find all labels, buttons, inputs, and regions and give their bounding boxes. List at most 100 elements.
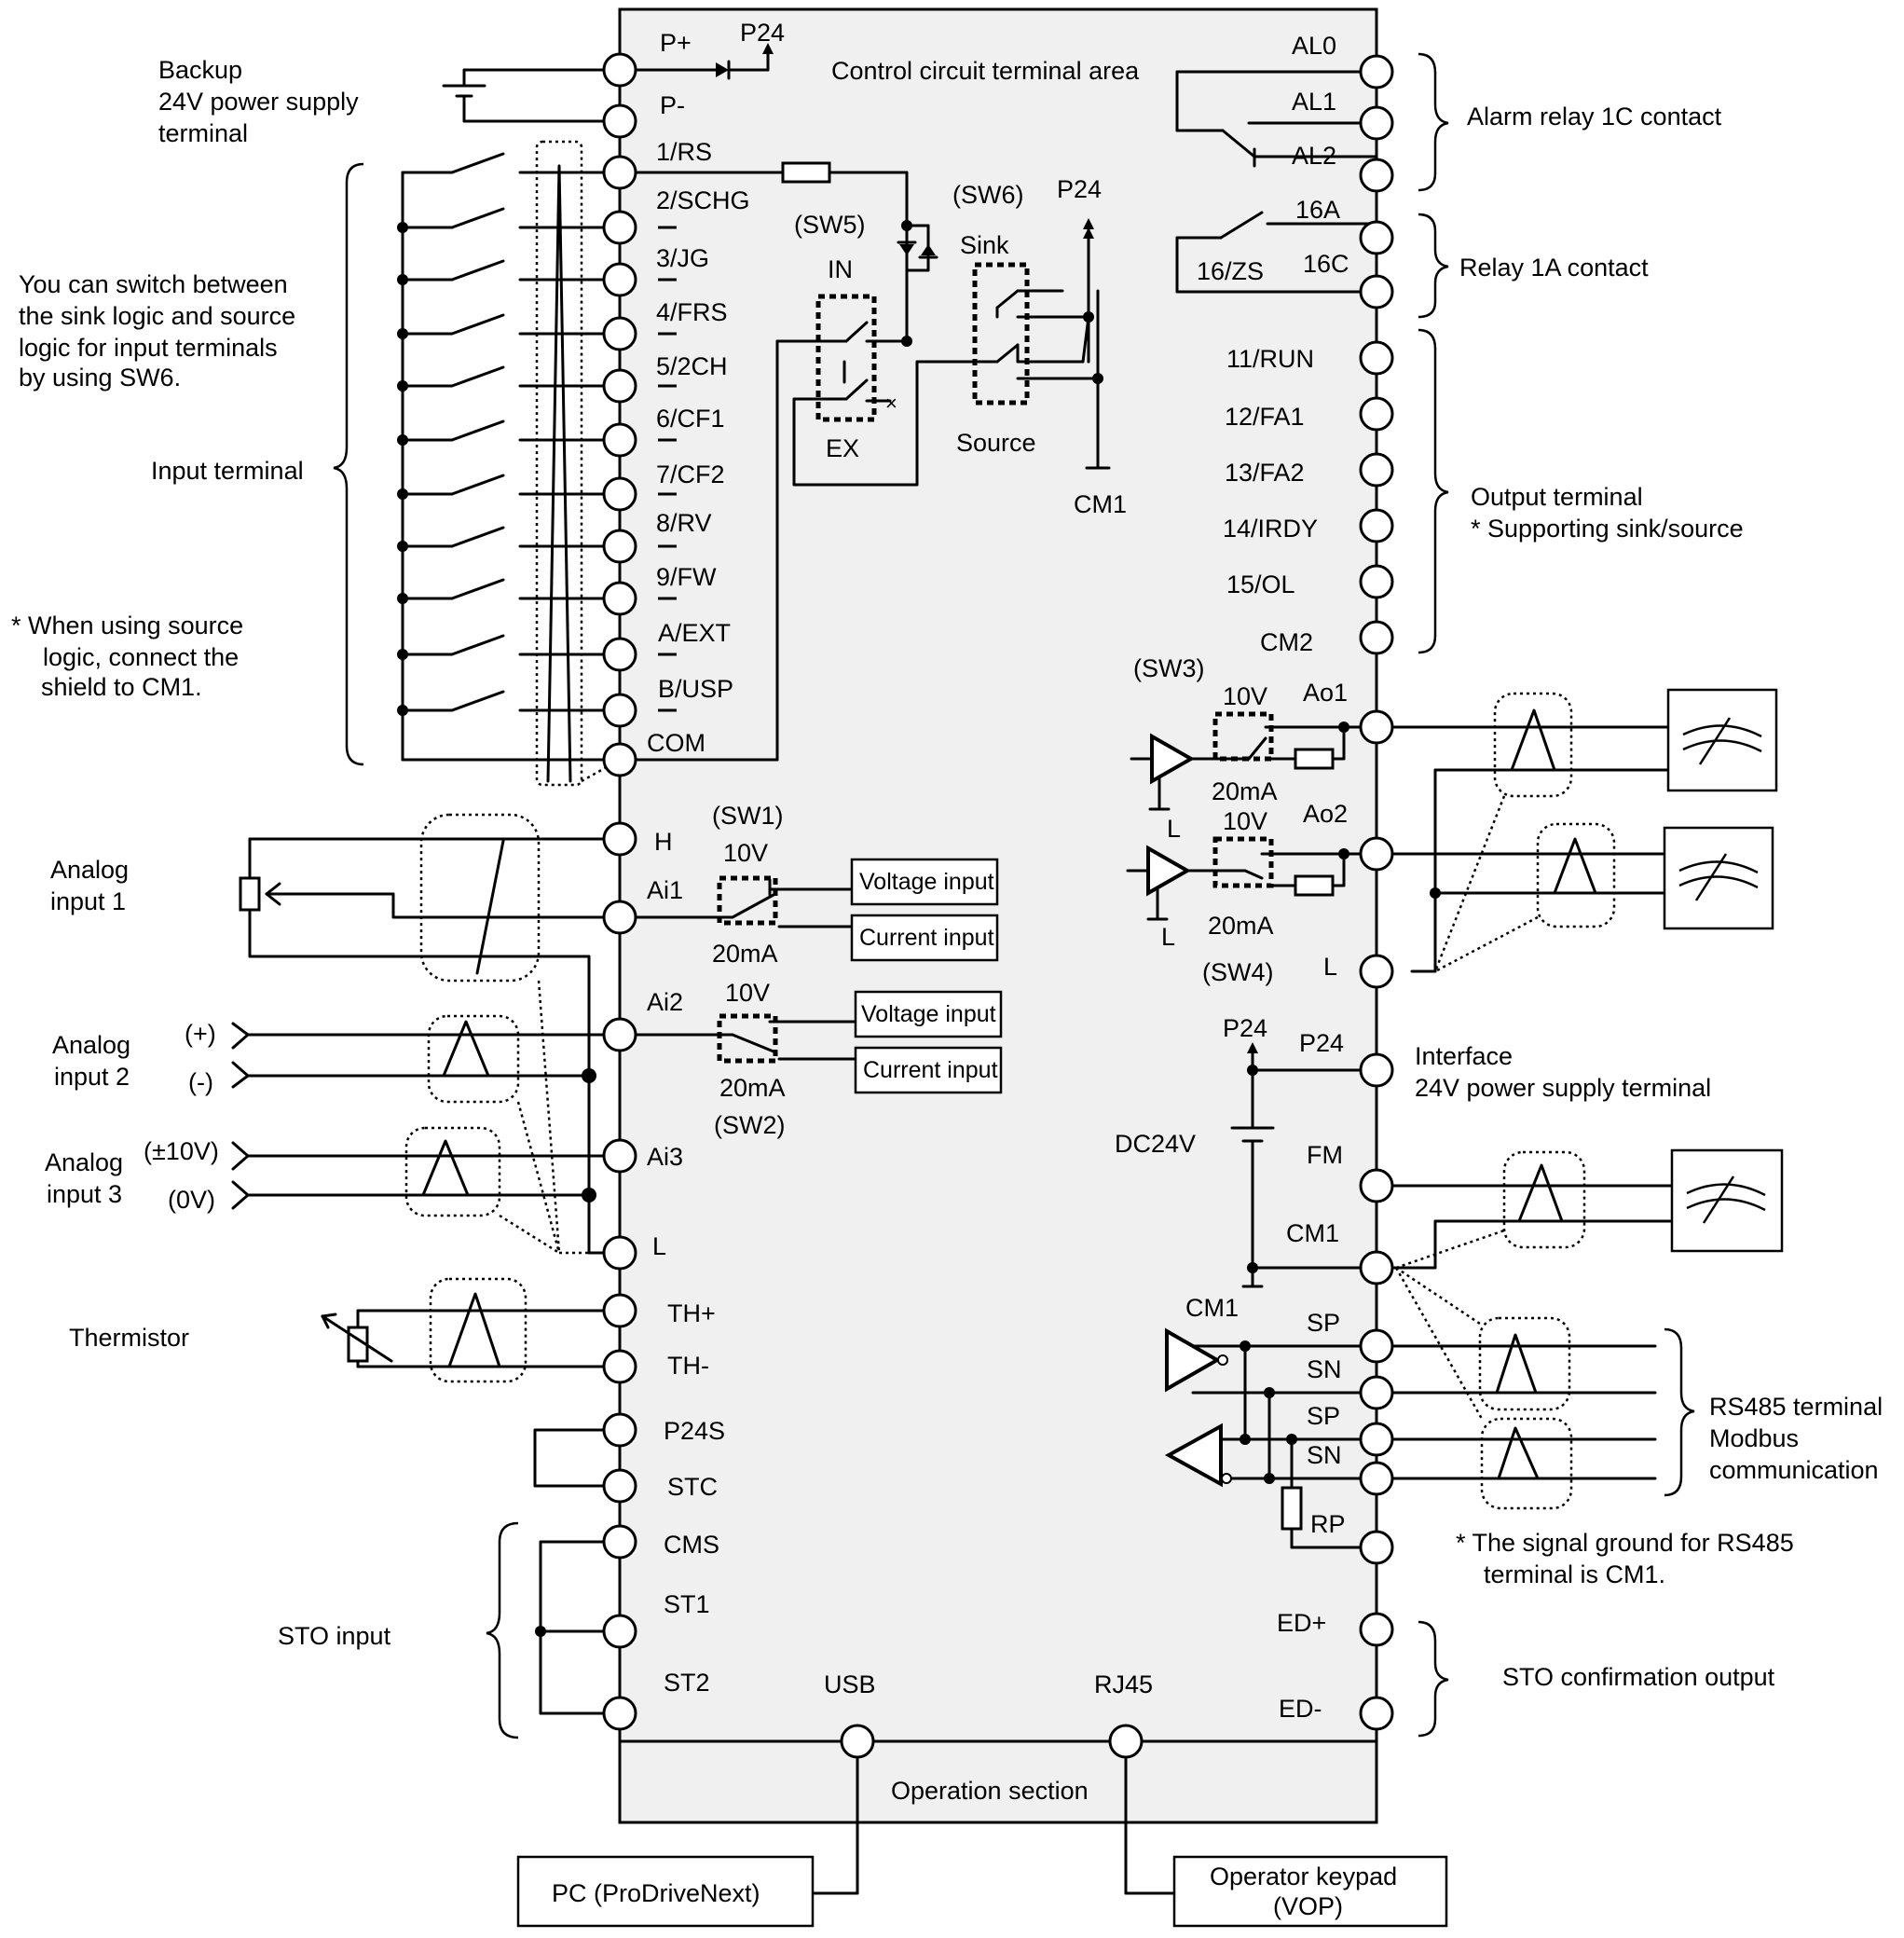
terminal-left-tb[interactable] bbox=[602, 693, 637, 728]
rs485-1: RS485 terminal bbox=[1709, 1393, 1883, 1421]
terminal-right-ol[interactable] bbox=[1359, 564, 1394, 599]
terminal-right-al1[interactable] bbox=[1359, 105, 1394, 141]
rs485-note-1: * The signal ground for RS485 bbox=[1456, 1529, 1794, 1557]
analog3-line2: input 3 bbox=[47, 1180, 122, 1208]
terminal-right-al2[interactable] bbox=[1359, 158, 1394, 193]
analog1-line2: input 1 bbox=[50, 887, 126, 915]
terminal-left-p24s[interactable] bbox=[602, 1412, 637, 1448]
terminal-left-t5[interactable] bbox=[602, 368, 637, 404]
analog2-line1: Analog bbox=[52, 1031, 130, 1059]
terminal-left-t8[interactable] bbox=[602, 529, 637, 564]
analog-inputs: (SW1) 10V Voltage input Current input 20… bbox=[231, 802, 1003, 1255]
label-sp1: SP bbox=[1307, 1309, 1340, 1337]
rp-resistor-icon bbox=[1281, 1486, 1303, 1531]
label-52ch: 5/2CH bbox=[656, 352, 728, 380]
terminal-right-cm2[interactable] bbox=[1359, 620, 1394, 655]
terminal-right-irdy[interactable] bbox=[1359, 508, 1394, 543]
terminal-right-p24[interactable] bbox=[1359, 1052, 1394, 1088]
terminal-left-ta[interactable] bbox=[602, 637, 637, 672]
output-terminal-1: Output terminal bbox=[1471, 483, 1643, 511]
backup-line2: 24V power supply bbox=[158, 88, 359, 116]
terminal-right-fa1[interactable] bbox=[1359, 396, 1394, 432]
cm1-lower-label: CM1 bbox=[1185, 1294, 1239, 1322]
terminal-left-t3[interactable] bbox=[602, 262, 637, 297]
operation-section-label: Operation section bbox=[891, 1777, 1089, 1805]
terminal-left-ai1[interactable] bbox=[602, 900, 637, 935]
terminal-left-cms[interactable] bbox=[602, 1524, 637, 1560]
terminal-right-cm1[interactable] bbox=[1359, 1250, 1394, 1285]
vop-line1: Operator keypad bbox=[1210, 1862, 1397, 1890]
current-input-2: Current input bbox=[863, 1057, 998, 1083]
terminal-left-l[interactable] bbox=[602, 1235, 637, 1271]
label-ao1: Ao1 bbox=[1303, 679, 1348, 707]
terminal-left-p_plus[interactable] bbox=[602, 52, 637, 88]
external-devices: USB RJ45 PC (ProDriveNext) Operator keyp… bbox=[516, 1670, 1448, 1928]
input-shield bbox=[535, 140, 621, 787]
label-15ol: 15/OL bbox=[1226, 570, 1295, 598]
terminal-right-rp[interactable] bbox=[1359, 1530, 1394, 1565]
terminal-left-th_minus[interactable] bbox=[602, 1349, 637, 1384]
terminal-right-run[interactable] bbox=[1359, 340, 1394, 376]
sto-wiring bbox=[533, 1428, 622, 1715]
vop-box bbox=[1172, 1855, 1448, 1928]
label-sn2: SN bbox=[1307, 1441, 1342, 1469]
terminal-left-com[interactable] bbox=[602, 742, 637, 777]
terminal-right-sn1[interactable] bbox=[1359, 1375, 1394, 1410]
terminal-right-ao2[interactable] bbox=[1359, 836, 1394, 872]
left-terminal-labels: P+ P- 1/RS 2/SCHG 3/JG 4/FRS 5/2CH 6/CF1… bbox=[647, 29, 750, 1697]
switch-note-2: the sink logic and source bbox=[19, 302, 295, 330]
rj45-port[interactable] bbox=[1108, 1724, 1144, 1759]
terminal-left-p_minus[interactable] bbox=[602, 103, 637, 139]
label-stc: STC bbox=[667, 1473, 718, 1501]
right-terminals bbox=[1359, 54, 1394, 1731]
voltage-input-box-1 bbox=[850, 858, 999, 906]
thermistor-circuit bbox=[321, 1277, 622, 1383]
interface-2: 24V power supply terminal bbox=[1415, 1074, 1711, 1102]
terminal-left-h[interactable] bbox=[602, 821, 637, 857]
terminal-right-al0[interactable] bbox=[1359, 54, 1394, 89]
terminal-left-t6[interactable] bbox=[602, 422, 637, 458]
shield-note-3: shield to CM1. bbox=[41, 673, 202, 701]
terminal-right-sn2[interactable] bbox=[1359, 1461, 1394, 1496]
terminal-left-t4[interactable] bbox=[602, 316, 637, 351]
ao2-10v: 10V bbox=[1223, 807, 1267, 835]
terminal-left-t9[interactable] bbox=[602, 581, 637, 616]
sw5-switch bbox=[815, 294, 877, 422]
terminal-left-stc[interactable] bbox=[602, 1468, 637, 1504]
terminal-left-ai3[interactable] bbox=[602, 1138, 637, 1174]
label-h: H bbox=[654, 828, 673, 856]
terminal-left-th_plus[interactable] bbox=[602, 1293, 637, 1328]
terminal-left-t7[interactable] bbox=[602, 476, 637, 512]
terminal-left-t2[interactable] bbox=[602, 210, 637, 245]
terminal-right-sp2[interactable] bbox=[1359, 1422, 1394, 1457]
terminal-right-l[interactable] bbox=[1359, 954, 1394, 989]
analog2-plus: (+) bbox=[185, 1020, 216, 1048]
label-p24-right: P24 bbox=[1299, 1029, 1344, 1057]
label-al0: AL0 bbox=[1292, 32, 1336, 60]
terminal-right-ed_plus[interactable] bbox=[1359, 1612, 1394, 1647]
terminal-left-st1[interactable] bbox=[602, 1614, 637, 1649]
terminal-right-ed_minus[interactable] bbox=[1359, 1696, 1394, 1731]
usb-port[interactable] bbox=[840, 1724, 875, 1759]
terminal-right-ao1[interactable] bbox=[1359, 709, 1394, 745]
label-16c: 16C bbox=[1303, 250, 1349, 278]
rj45-label: RJ45 bbox=[1094, 1670, 1153, 1698]
terminal-left-ai2[interactable] bbox=[602, 1017, 637, 1052]
label-cms: CMS bbox=[664, 1531, 719, 1559]
alarm-relay-label: Alarm relay 1C contact bbox=[1467, 103, 1722, 131]
diode-icon bbox=[716, 62, 729, 77]
terminal-right-a16[interactable] bbox=[1359, 220, 1394, 255]
label-3jg: 3/JG bbox=[656, 244, 709, 272]
ao2-l: L bbox=[1161, 923, 1175, 951]
interface-supply: P24 DC24V CM1 bbox=[1115, 1014, 1378, 1322]
terminal-right-sp1[interactable] bbox=[1359, 1328, 1394, 1364]
sw2-20ma: 20mA bbox=[719, 1074, 786, 1102]
terminal-left-st2[interactable] bbox=[602, 1696, 637, 1731]
label-1rs: 1/RS bbox=[656, 138, 712, 166]
backup-line1: Backup bbox=[158, 56, 242, 84]
terminal-left-t1[interactable] bbox=[602, 155, 637, 190]
terminal-right-c16[interactable] bbox=[1359, 274, 1394, 309]
terminal-right-fm[interactable] bbox=[1359, 1168, 1394, 1203]
terminal-right-fa2[interactable] bbox=[1359, 452, 1394, 488]
output-terminal-2: * Supporting sink/source bbox=[1471, 515, 1744, 543]
